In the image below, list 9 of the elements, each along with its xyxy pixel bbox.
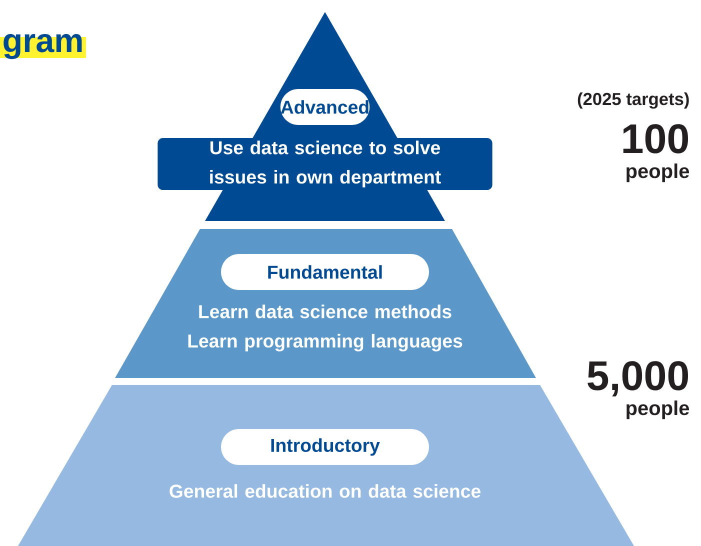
level-badge: Advanced bbox=[280, 89, 370, 125]
level-badge: Introductory bbox=[221, 429, 429, 465]
level-badge: Fundamental bbox=[221, 254, 429, 290]
target-number: 5,000 bbox=[588, 361, 688, 396]
target-number: 100 bbox=[623, 124, 688, 154]
title: gram bbox=[0, 34, 86, 60]
unit-label: people bbox=[626, 164, 690, 182]
target-note: (2025 targets) bbox=[578, 92, 689, 109]
unit-label: people bbox=[626, 400, 690, 420]
